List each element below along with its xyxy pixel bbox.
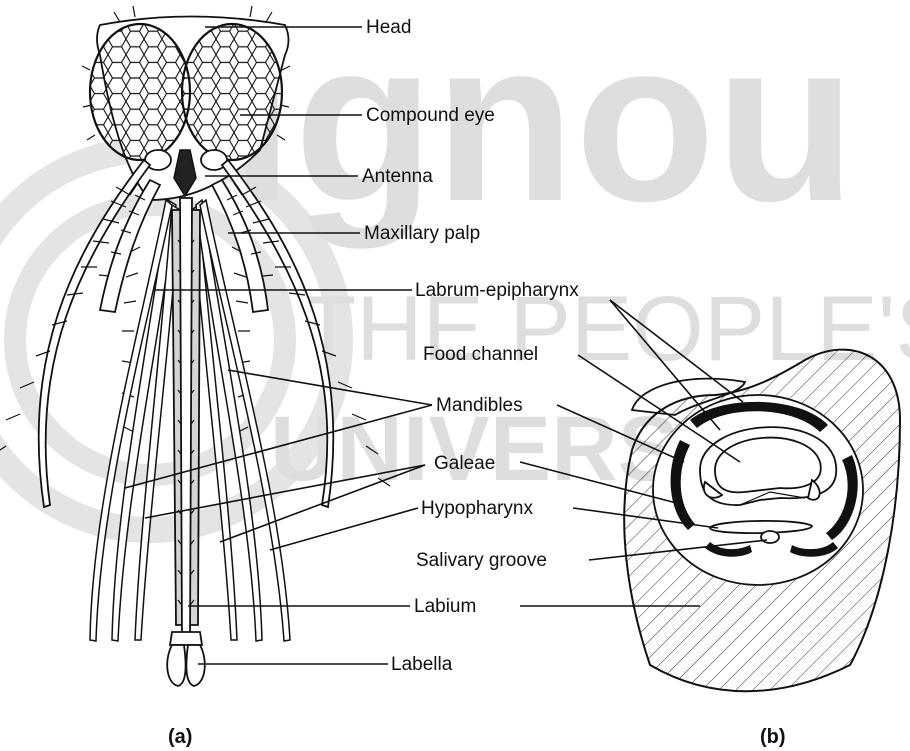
label-maxillary-palp: Maxillary palp [364, 223, 480, 244]
label-compound-eye: Compound eye [366, 105, 495, 126]
compound-eye-right [182, 24, 282, 160]
caption-a: (a) [168, 726, 192, 748]
labrum [180, 198, 192, 640]
label-labrum-epipharynx: Labrum-epipharynx [415, 280, 579, 301]
label-antenna: Antenna [362, 166, 433, 187]
label-labella: Labella [391, 654, 453, 675]
label-food-channel: Food channel [423, 344, 538, 365]
compound-eye-left [90, 24, 190, 160]
label-galeae: Galeae [434, 453, 495, 474]
label-hypopharynx: Hypopharynx [421, 498, 533, 519]
label-mandibles: Mandibles [436, 395, 523, 416]
watermark-logo-text: ignou [230, 0, 856, 249]
label-head: Head [366, 17, 411, 38]
label-labium: Labium [414, 596, 476, 617]
label-salivary-groove: Salivary groove [416, 550, 547, 571]
labella [167, 632, 205, 686]
caption-b: (b) [760, 726, 786, 748]
